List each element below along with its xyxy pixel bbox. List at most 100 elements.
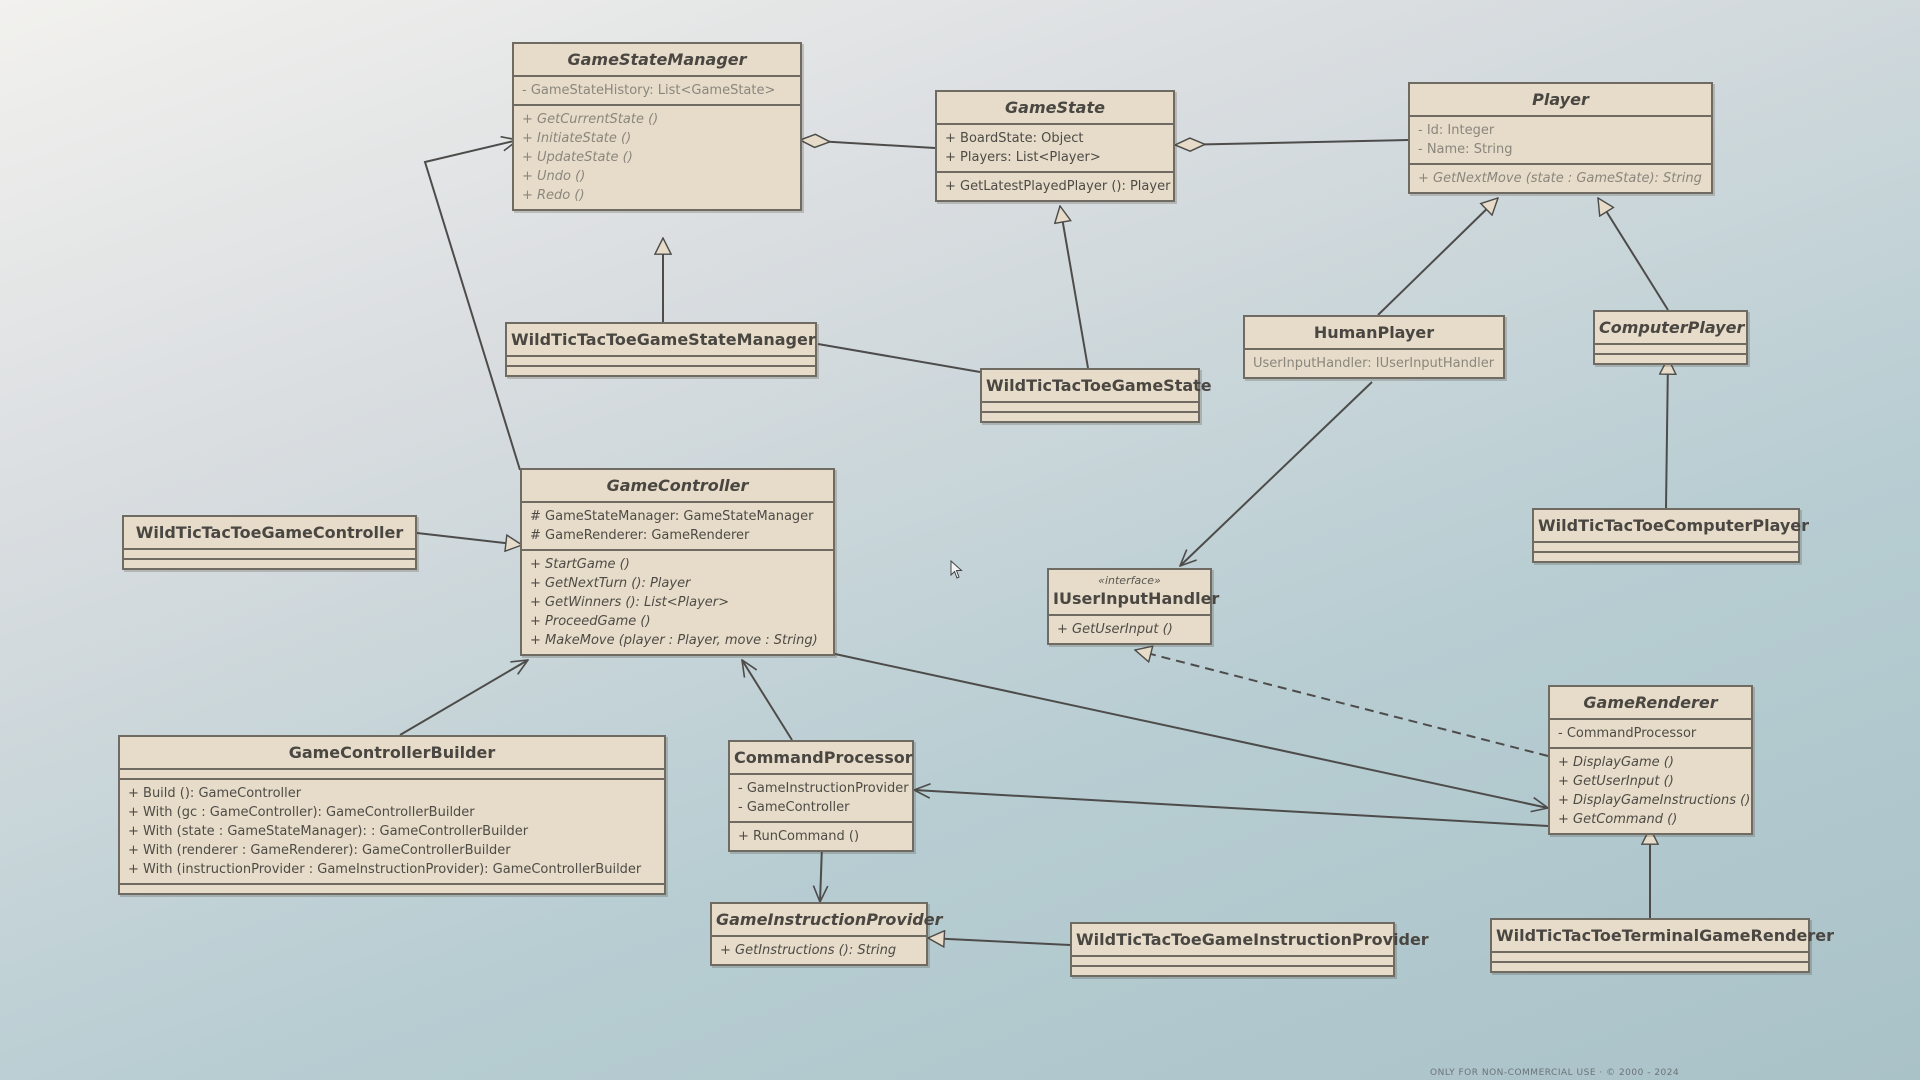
- class-name: CommandProcessor: [734, 748, 913, 767]
- edge-wildgs-to-gs: [1060, 206, 1089, 369]
- attributes-section: - GameInstructionProvider - GameControll…: [730, 773, 912, 821]
- methods-section: + GetLatestPlayedPlayer (): Player: [937, 171, 1173, 200]
- attributes-section: UserInputHandler: IUserInputHandler: [1245, 348, 1503, 377]
- attribute: - Name: String: [1418, 142, 1513, 157]
- class-game-instruction-provider[interactable]: GameInstructionProvider + GetInstruction…: [710, 902, 942, 966]
- attributes-section: + BoardState: Object + Players: List<Pla…: [937, 123, 1173, 171]
- method: + StartGame (): [530, 557, 630, 572]
- class-name: ComputerPlayer: [1599, 318, 1745, 337]
- class-name: GameStateManager: [567, 50, 747, 69]
- class-human-player[interactable]: HumanPlayer UserInputHandler: IUserInput…: [1243, 315, 1505, 379]
- attributes-section: [507, 355, 815, 365]
- methods-section: [507, 365, 815, 375]
- method: + GetUserInput (): [1057, 622, 1173, 637]
- class-name: WildTicTacToeComputerPlayer: [1538, 516, 1810, 535]
- class-name: WildTicTacToeGameController: [135, 523, 404, 542]
- class-name: HumanPlayer: [1313, 323, 1435, 342]
- edge-commandprocessor-to-controller: [742, 660, 793, 741]
- edge-human-to-player: [1377, 198, 1498, 316]
- method: + Redo (): [522, 188, 585, 203]
- class-wild-game-controller[interactable]: WildTicTacToeGameController: [122, 515, 417, 570]
- attributes-section: [1595, 343, 1746, 353]
- methods-section: + RunCommand (): [730, 821, 912, 850]
- edge-controller-to-gsm: [423, 140, 521, 471]
- method: + With (gc : GameController): GameContro…: [128, 805, 475, 820]
- class-wild-game-state-manager[interactable]: WildTicTacToeGameStateManager: [505, 322, 817, 377]
- method: + GetInstructions (): String: [720, 943, 897, 958]
- methods-section: [1492, 961, 1808, 971]
- attribute: - CommandProcessor: [1558, 726, 1697, 741]
- method: + GetWinners (): List<Player>: [530, 595, 730, 610]
- method: + UpdateState (): [522, 150, 633, 165]
- attribute: + BoardState: Object: [945, 131, 1084, 146]
- class-player[interactable]: Player - Id: Integer - Name: String + Ge…: [1408, 82, 1713, 194]
- attribute: - GameInstructionProvider: [738, 781, 909, 796]
- class-name: Player: [1532, 90, 1589, 109]
- class-game-renderer[interactable]: GameRenderer - CommandProcessor + Displa…: [1548, 685, 1753, 835]
- methods-section: + StartGame () + GetNextTurn (): Player …: [522, 549, 833, 654]
- edge-commandprocessor-to-instr: [820, 845, 822, 902]
- class-game-state-manager[interactable]: GameStateManager - GameStateHistory: Lis…: [512, 42, 802, 211]
- class-name: WildTicTacToeGameInstructionProvider: [1076, 930, 1429, 949]
- class-wild-terminal-renderer[interactable]: WildTicTacToeTerminalGameRenderer: [1490, 918, 1834, 973]
- method: + DisplayGameInstructions (): [1558, 793, 1751, 808]
- class-name: IUserInputHandler: [1053, 589, 1220, 608]
- method: + With (instructionProvider : GameInstru…: [128, 862, 642, 877]
- class-name: WildTicTacToeGameState: [986, 376, 1212, 395]
- attribute: + Players: List<Player>: [945, 150, 1101, 165]
- methods-section: + DisplayGame () + GetUserInput () + Dis…: [1550, 747, 1751, 833]
- method: + ProceedGame (): [530, 614, 651, 629]
- class-name: GameControllerBuilder: [288, 743, 496, 762]
- methods-section: + GetCurrentState () + InitiateState () …: [514, 104, 800, 209]
- attributes-section: [120, 768, 664, 778]
- class-name: GameState: [1005, 98, 1105, 117]
- edge-human-to-userinputhandler: [1180, 381, 1373, 566]
- method: + GetNextTurn (): Player: [530, 576, 691, 591]
- watermark-text: ONLY FOR NON-COMMERCIAL USE · © 2000 - 2…: [1430, 1068, 1680, 1078]
- edge-builder-to-controller: [399, 660, 528, 736]
- attributes-section: [1492, 951, 1808, 961]
- class-wild-instruction-provider[interactable]: WildTicTacToeGameInstructionProvider: [1070, 922, 1429, 977]
- method: + MakeMove (player : Player, move : Stri…: [530, 633, 818, 648]
- method: + GetUserInput (): [1558, 774, 1674, 789]
- stereotype-label: «interface»: [1098, 574, 1161, 587]
- edge-wildinstr-to-instr: [928, 938, 1071, 945]
- edge-wildgsm-to-wildgs: [817, 343, 981, 373]
- methods-section: [1072, 965, 1393, 975]
- class-game-state[interactable]: GameState + BoardState: Object + Players…: [935, 90, 1175, 202]
- attributes-section: - GameStateHistory: List<GameState>: [514, 75, 800, 104]
- edge-player-to-gamestate: [1175, 140, 1409, 145]
- method: + GetLatestPlayedPlayer (): Player: [945, 179, 1171, 194]
- class-game-controller-builder[interactable]: GameControllerBuilder + Build (): GameCo…: [118, 735, 666, 895]
- class-user-input-handler[interactable]: «interface» IUserInputHandler + GetUserI…: [1047, 568, 1220, 645]
- class-wild-computer-player[interactable]: WildTicTacToeComputerPlayer: [1532, 508, 1810, 563]
- attribute: - GameStateHistory: List<GameState>: [522, 83, 776, 98]
- method: + Undo (): [522, 169, 586, 184]
- method: + GetCurrentState (): [522, 112, 659, 127]
- methods-section: + Build (): GameController + With (gc : …: [120, 778, 664, 883]
- class-name: GameController: [606, 476, 749, 495]
- methods-section: [1595, 353, 1746, 363]
- method: + GetCommand (): [1558, 812, 1678, 827]
- mouse-cursor-icon: [950, 560, 963, 579]
- class-command-processor[interactable]: CommandProcessor - GameInstructionProvid…: [728, 740, 914, 852]
- attributes-section: [1534, 541, 1798, 551]
- methods-section: + GetInstructions (): String: [712, 935, 926, 964]
- attributes-section: [124, 548, 415, 558]
- method: + With (renderer : GameRenderer): GameCo…: [128, 843, 511, 858]
- edge-wildcomputer-to-computer: [1666, 358, 1668, 509]
- edge-controller-to-renderer: [834, 653, 1548, 808]
- class-wild-game-state[interactable]: WildTicTacToeGameState: [980, 368, 1212, 423]
- attributes-section: [982, 401, 1198, 411]
- attribute: UserInputHandler: IUserInputHandler: [1253, 356, 1495, 371]
- class-game-controller[interactable]: GameController # GameStateManager: GameS…: [520, 468, 835, 656]
- method: + RunCommand (): [738, 829, 860, 844]
- attribute: # GameRenderer: GameRenderer: [530, 528, 750, 543]
- attributes-section: - Id: Integer - Name: String: [1410, 115, 1711, 163]
- attribute: - GameController: [738, 800, 850, 815]
- attribute: # GameStateManager: GameStateManager: [530, 509, 814, 524]
- class-computer-player[interactable]: ComputerPlayer: [1593, 310, 1748, 365]
- method: + GetNextMove (state : GameState): Strin…: [1418, 171, 1702, 186]
- edge-renderer-realizes-userinputhandler: [1135, 650, 1549, 757]
- edge-renderer-to-commandprocessor: [914, 790, 1549, 827]
